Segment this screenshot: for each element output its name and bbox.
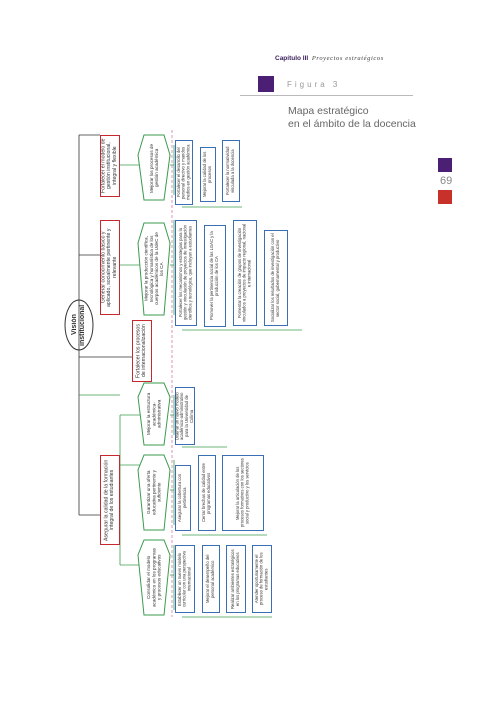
strategy-2-hex: [137, 222, 171, 316]
action-box: Atender oportunamente el proceso de form…: [252, 545, 272, 613]
figure-label: Figura 3: [287, 80, 341, 89]
figure-title-line1: Mapa estratégico: [288, 105, 369, 117]
action-box: Realizar ambientes estratégicos en los p…: [226, 545, 246, 613]
root-node: Visión institucional: [71, 304, 86, 346]
goal-box: Fortalecer el modelo de gestión instituc…: [100, 135, 120, 197]
action-box: Cerrar brechas de calidad entre programa…: [198, 455, 216, 531]
figure-title: Mapa estratégico en el ámbito de la doce…: [288, 105, 418, 131]
diagram-connectors: [64, 130, 302, 618]
action-box: Fortalecer los mecanismos y estrategias …: [175, 220, 197, 326]
figure-marker: [258, 76, 274, 92]
chapter-label: Capítulo III: [275, 55, 309, 62]
strategy-node: Mejorar la producción científica, tecnol…: [143, 232, 165, 306]
goal-box: Generar conocimiento básico y aplicado, …: [100, 220, 120, 315]
strategy-4-hex: [137, 454, 171, 531]
action-box: Fortalecer el desarrollo del personal di…: [175, 140, 193, 205]
action-box: Establecer un nuevo modelo curricular co…: [175, 545, 195, 613]
action-box: Fortalecer la normatividad vinculada a l…: [222, 140, 240, 202]
strategy-node: Mejorar la estructura académica-administ…: [146, 392, 162, 436]
goal-box: Fortalecer los procesos de internacional…: [132, 320, 152, 382]
action-box: Socializar los resultados de investigaci…: [264, 230, 288, 326]
figure-title-line2: en el ámbito de la docencia: [288, 118, 416, 130]
action-box: Promover la pertinencia social de las LG…: [204, 225, 226, 327]
page-number: 69: [440, 175, 453, 187]
action-box: Mejorar el desempeño del personal académ…: [202, 545, 220, 613]
strategic-map-diagram: Visión institucional Fortalecer el model…: [62, 125, 312, 620]
strategy-node: Mejorar los procesos de gestión académic…: [148, 143, 159, 193]
chapter-title: Proyectos estratégicos: [311, 55, 384, 62]
figure-rule: [240, 95, 413, 96]
goal-box: Asegurar la calidad de la formación inte…: [100, 455, 120, 545]
action-box: Mejorar la articulación de los procesos …: [222, 455, 264, 531]
action-box: Asegurar la cobertura con pertinencia: [175, 465, 191, 531]
side-tab-purple: [438, 158, 452, 172]
side-tab-red: [438, 190, 452, 204]
strategy-5-hex: [137, 539, 171, 616]
action-box: Mejorar la calidad de los procesos: [200, 147, 216, 202]
chapter-header: Capítulo III Proyectos estratégicos: [275, 55, 384, 62]
strategy-node: Garantizar una oferta educativa pertinen…: [146, 470, 162, 515]
strategy-1-hex: [137, 134, 171, 201]
strategy-3-hex: [137, 382, 171, 446]
action-box: Fomentar la creación de grupos de invest…: [233, 220, 257, 326]
action-box: Diseñar un nuevo modelo académico-admini…: [174, 387, 195, 445]
strategy-node: Consolidar el modelo académico en los pr…: [146, 548, 162, 607]
